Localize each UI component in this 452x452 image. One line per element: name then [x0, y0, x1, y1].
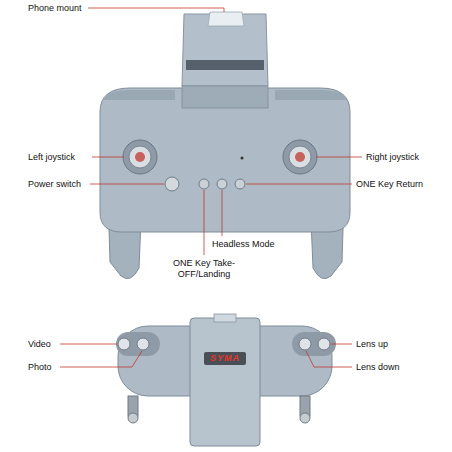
- leader-line: [222, 190, 223, 236]
- part-label: Lens up: [356, 339, 388, 350]
- power-switch: [165, 177, 179, 191]
- button: [137, 338, 149, 350]
- mount-hinge: [182, 86, 268, 108]
- leader-line: [60, 351, 142, 367]
- button: [199, 179, 209, 189]
- button: [217, 179, 227, 189]
- leader-line: [306, 351, 352, 367]
- shoulder: [275, 90, 346, 100]
- indicator: [241, 157, 244, 160]
- part-label: ONE Key Return: [356, 179, 423, 190]
- joystick-stem: [300, 413, 310, 423]
- part-label: Left joystick: [28, 152, 75, 163]
- joystick: [129, 146, 151, 168]
- button: [235, 179, 245, 189]
- brand-logo: SYMA: [210, 353, 240, 364]
- mount-clamp: [214, 314, 236, 322]
- leader-line: [331, 344, 352, 345]
- controller-body: [100, 88, 350, 232]
- part-label: Lens down: [356, 362, 400, 373]
- leader-line: [92, 157, 124, 158]
- leader-line: [60, 344, 117, 345]
- phone-mount: [190, 318, 260, 446]
- button: [118, 338, 130, 350]
- part-label: Power switch: [28, 179, 81, 190]
- mount-clamp: [208, 12, 244, 26]
- part-label: Photo: [28, 362, 52, 373]
- button-pad: [116, 332, 160, 356]
- part-label: Phone mount: [28, 3, 82, 14]
- joystick: [283, 140, 317, 174]
- leader-line: [90, 184, 164, 185]
- part-label: Right joystick: [366, 152, 419, 163]
- part-label: Headless Mode: [212, 239, 275, 250]
- leader-line: [246, 184, 352, 185]
- joystick: [135, 152, 145, 162]
- part-label: Video: [28, 339, 51, 350]
- leader-lines: [60, 8, 362, 367]
- logo-badge: [204, 352, 246, 365]
- button: [299, 338, 311, 350]
- button: [318, 338, 330, 350]
- joystick-stem: [128, 413, 138, 423]
- mount-slot: [186, 60, 264, 70]
- joystick: [123, 140, 157, 174]
- joystick: [289, 146, 311, 168]
- leader-line: [316, 157, 362, 158]
- leader-line: [204, 190, 205, 255]
- shoulder: [104, 90, 175, 100]
- joystick: [295, 152, 305, 162]
- button-pad: [292, 332, 336, 356]
- part-label: ONE Key Take- OFF/Landing: [168, 258, 240, 280]
- leader-line: [88, 8, 224, 12]
